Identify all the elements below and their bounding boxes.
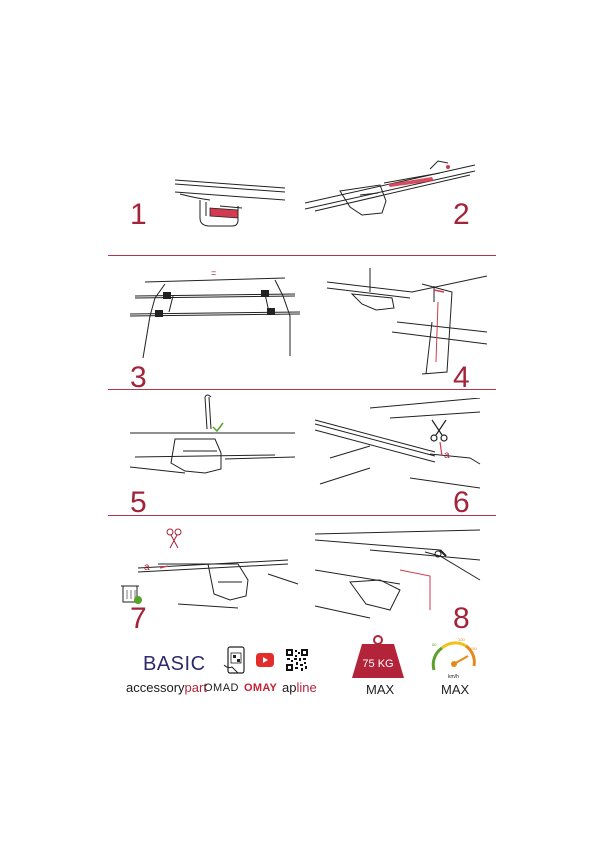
scissors-icon-step7 [166,528,182,549]
weight-max-label: MAX [366,682,395,697]
brand-accessory: accessory [126,680,185,695]
brand-basic: BASIC [143,653,206,675]
step-8-illustration [314,529,481,619]
step-number-5: 5 [130,486,147,519]
step-number-7: 7 [130,602,147,635]
step-4-illustration [326,268,488,375]
weight-label: 75 KG [362,658,393,670]
step-7-illustration: a [121,528,299,609]
weight-icon: 75 KG [352,635,404,678]
brand-apline: apline [282,681,317,694]
gauge-tick-100: 100 [458,637,465,642]
brand-omay: OMAY [244,682,278,694]
speed-unit: km/h [448,674,459,680]
step-number-6: 6 [453,486,470,519]
step-2-illustration [304,160,476,216]
step-5-illustration [129,394,296,474]
scissors-icon [430,419,448,442]
brand-omad: OMAD [204,682,239,694]
step-6-illustration: a [314,398,481,489]
phone-qr-icon [223,646,245,674]
step-number-2: 2 [453,198,470,231]
step-number-8: 8 [453,602,470,635]
qr-code-icon [286,649,308,671]
speedometer-icon: 50 100 150 km/h [431,637,477,680]
brand-ap: ap [282,680,297,695]
gauge-tick-150: 150 [470,646,477,651]
gauge-tick-50: 50 [432,642,437,647]
step-number-4: 4 [453,361,470,394]
speed-max-label: MAX [441,682,470,697]
youtube-icon [256,653,274,667]
trash-bin-icon [121,585,142,604]
divider-2 [108,389,496,391]
divider-3 [108,515,496,517]
brand-accessorypart: accessorypart [126,681,207,694]
equals-mark: = [211,268,216,278]
brand-line: line [296,680,317,695]
divider-1 [108,255,496,257]
step-number-1: 1 [130,198,147,231]
step-1-illustration [174,179,286,227]
label-a-step7: a [144,562,150,573]
label-a-step6: a [444,450,450,461]
step-3-illustration: = [129,268,301,359]
step-number-3: 3 [130,361,147,394]
brand-part: part [184,680,207,695]
